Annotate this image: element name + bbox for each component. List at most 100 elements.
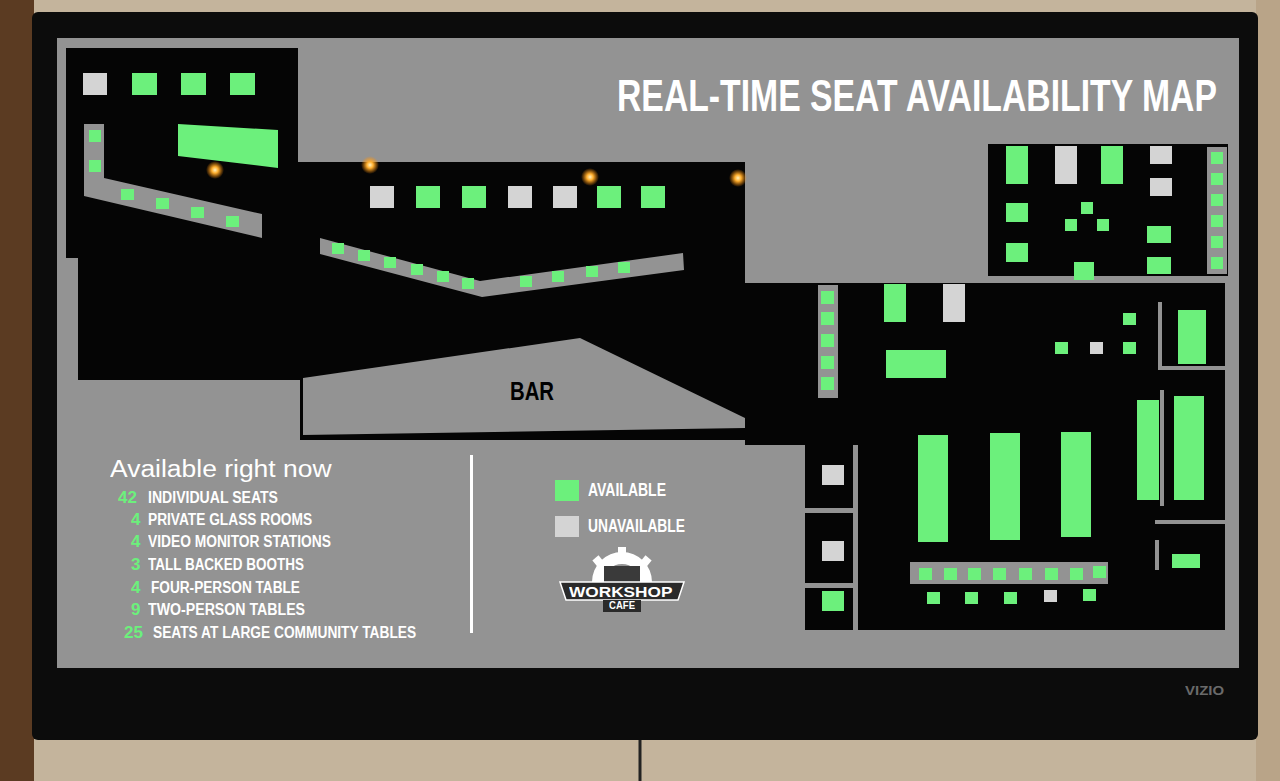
- light: [729, 169, 747, 187]
- seat: [1090, 342, 1103, 354]
- seat: [132, 73, 157, 95]
- seat: [1045, 568, 1058, 580]
- seat: [993, 568, 1006, 580]
- legend-label: UNAVAILABLE: [588, 517, 685, 535]
- seat: [1147, 257, 1171, 274]
- community-table: [1061, 432, 1091, 537]
- divider: [1158, 302, 1162, 366]
- seat: [1123, 313, 1136, 325]
- divider: [805, 508, 858, 513]
- bar-area: BAR: [303, 338, 745, 436]
- seat: [156, 198, 169, 209]
- logo-subtext: CAFE: [609, 601, 635, 611]
- count-label: PRIVATE GLASS ROOMS: [148, 512, 312, 528]
- room: [805, 445, 858, 630]
- seat: [1211, 257, 1223, 269]
- booth: [1178, 310, 1206, 364]
- floor: [66, 48, 1225, 630]
- seat: [83, 73, 107, 95]
- divider: [1160, 390, 1164, 506]
- divider: [805, 583, 858, 588]
- wood-frame: [0, 0, 34, 781]
- tv-brand: VIZIO: [1185, 684, 1224, 697]
- logo-ribbon: [603, 600, 641, 612]
- count-label: SEATS AT LARGE COMMUNITY TABLES: [153, 625, 416, 641]
- divider: [1158, 366, 1225, 370]
- seat: [821, 356, 834, 369]
- count-number: 9: [131, 601, 140, 618]
- seat: [1150, 146, 1172, 164]
- divider: [1155, 540, 1159, 570]
- seat: [191, 207, 204, 218]
- seat: [1070, 568, 1083, 580]
- count-label: TWO-PERSON TABLES: [148, 602, 305, 618]
- seat: [822, 541, 844, 561]
- bench: [910, 562, 1108, 584]
- light: [581, 168, 599, 186]
- count-number: 3: [131, 556, 140, 573]
- seat: [822, 591, 844, 611]
- logo-text: WORKSHOP: [569, 584, 673, 599]
- logo-gear: [592, 552, 652, 582]
- seat: [618, 262, 630, 273]
- seat: [641, 186, 665, 208]
- seat: [416, 186, 440, 208]
- seat: [520, 276, 532, 287]
- count-label: INDIVIDUAL SEATS: [148, 490, 278, 506]
- seat: [370, 186, 394, 208]
- seat: [1211, 215, 1223, 227]
- seat: [1004, 592, 1017, 604]
- map-title: REAL-TIME SEAT AVAILABILITY MAP: [617, 74, 1217, 118]
- seat: [597, 186, 621, 208]
- bench: [84, 124, 262, 238]
- seat: [1065, 219, 1077, 231]
- seat: [586, 266, 598, 277]
- seat: [821, 377, 834, 390]
- seat: [1211, 236, 1223, 248]
- seat: [943, 284, 965, 322]
- seat: [884, 284, 906, 322]
- logo-gear: [618, 547, 626, 555]
- seat: [1211, 194, 1223, 206]
- booth: [1137, 400, 1159, 500]
- logo-gear: [592, 555, 603, 566]
- count-number: 42: [118, 489, 137, 506]
- seat: [1147, 226, 1171, 243]
- seat: [358, 250, 370, 261]
- seat: [437, 271, 449, 282]
- bench: [818, 285, 838, 398]
- seat: [821, 312, 834, 325]
- seat: [822, 465, 844, 485]
- seat: [1172, 554, 1200, 568]
- seat: [919, 568, 932, 580]
- seat: [1081, 202, 1093, 214]
- community-table: [990, 433, 1020, 540]
- bench: [320, 238, 684, 297]
- bar-label: BAR: [510, 378, 554, 404]
- seat: [1074, 262, 1094, 280]
- light: [206, 161, 224, 179]
- count-number: 4: [131, 533, 140, 550]
- seat: [1006, 243, 1028, 262]
- seat: [332, 243, 344, 254]
- seat: [1211, 152, 1223, 164]
- legend-swatch: [555, 480, 579, 501]
- seat: [1055, 342, 1068, 354]
- seat: [1055, 146, 1077, 184]
- seat: [968, 568, 981, 580]
- table: [886, 350, 946, 378]
- seat: [552, 271, 564, 282]
- bar-shape: [303, 338, 745, 435]
- legend-label: AVAILABLE: [588, 481, 666, 499]
- seat: [1150, 178, 1172, 196]
- screen: [57, 38, 1239, 668]
- seat: [821, 334, 834, 347]
- wall-strip: [66, 258, 78, 380]
- divider: [853, 445, 858, 630]
- logo-gear: [640, 555, 651, 566]
- seat: [1044, 590, 1057, 602]
- seat: [944, 568, 957, 580]
- seat: [89, 130, 101, 142]
- count-number: 25: [124, 624, 143, 641]
